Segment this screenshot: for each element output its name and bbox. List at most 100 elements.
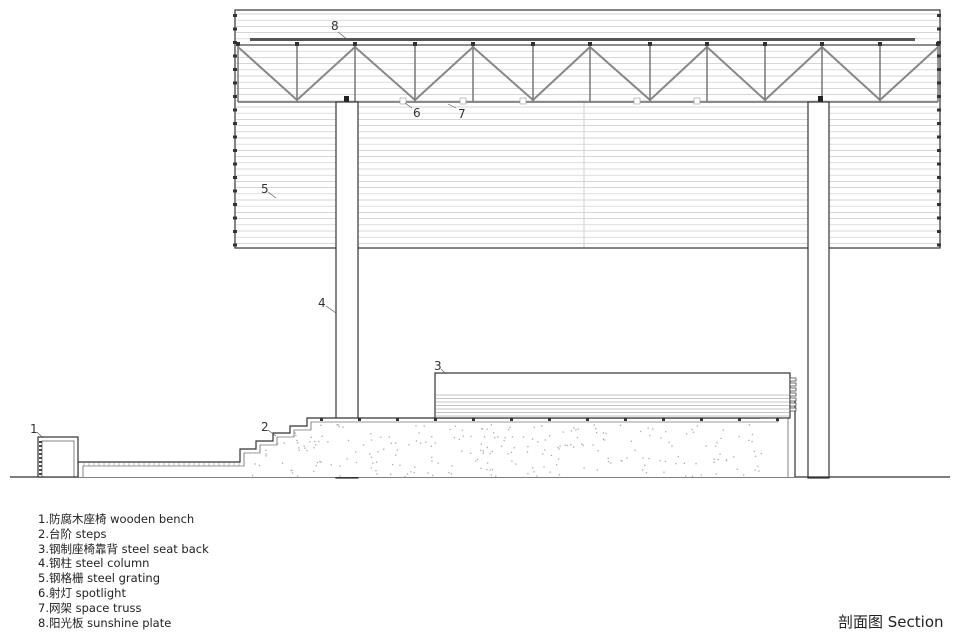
concrete-aggregate bbox=[510, 451, 513, 453]
frame-bolt bbox=[233, 135, 237, 139]
concrete-aggregate bbox=[527, 445, 529, 448]
concrete-aggregate bbox=[470, 435, 472, 437]
concrete-aggregate bbox=[370, 456, 373, 458]
concrete-aggregate bbox=[427, 472, 429, 474]
concrete-aggregate bbox=[640, 430, 642, 433]
concrete-aggregate bbox=[336, 424, 338, 426]
concrete-aggregate bbox=[394, 442, 397, 444]
concrete-aggregate bbox=[265, 449, 267, 452]
steel-seat-back bbox=[434, 372, 791, 419]
concrete-aggregate bbox=[705, 445, 707, 447]
concrete-aggregate bbox=[575, 429, 577, 431]
concrete-aggregate bbox=[277, 443, 279, 445]
concrete-aggregate bbox=[683, 462, 686, 464]
concrete-aggregate bbox=[511, 436, 514, 438]
concrete-aggregate bbox=[715, 445, 717, 447]
concrete-aggregate bbox=[634, 449, 636, 451]
concrete-aggregate bbox=[399, 464, 401, 466]
concrete-aggregate bbox=[572, 446, 575, 448]
frame-bolt bbox=[937, 27, 941, 31]
concrete-aggregate bbox=[342, 426, 344, 428]
concrete-aggregate bbox=[291, 469, 293, 472]
frame-bolt bbox=[233, 95, 237, 98]
concrete-aggregate bbox=[480, 443, 483, 445]
concrete-aggregate bbox=[570, 430, 573, 432]
seat-back-end bbox=[789, 402, 797, 407]
concrete-aggregate bbox=[620, 460, 622, 462]
concrete-aggregate bbox=[713, 458, 715, 460]
concrete-aggregate bbox=[303, 445, 305, 447]
callout-2: 2 bbox=[261, 420, 269, 434]
concrete-aggregate bbox=[370, 433, 372, 435]
concrete-aggregate bbox=[700, 474, 702, 476]
concrete-aggregate bbox=[495, 475, 497, 477]
concrete-aggregate bbox=[550, 454, 553, 456]
seat-bolt bbox=[776, 418, 779, 421]
concrete-aggregate bbox=[751, 433, 754, 436]
concrete-aggregate bbox=[644, 464, 646, 466]
frame-bolt bbox=[937, 108, 941, 112]
concrete-aggregate bbox=[722, 429, 724, 431]
concrete-aggregate bbox=[716, 441, 718, 444]
concrete-aggregate bbox=[339, 475, 341, 477]
truss-node bbox=[236, 42, 240, 46]
legend-item: 1.防腐木座椅 wooden bench bbox=[38, 512, 195, 526]
callout-1: 1 bbox=[30, 422, 38, 436]
seat-bolt bbox=[700, 418, 703, 421]
seat-back-end bbox=[789, 407, 797, 412]
structure-outline bbox=[10, 9, 950, 479]
concrete-aggregate bbox=[725, 459, 727, 462]
frame-bolt bbox=[233, 68, 237, 71]
concrete-aggregate bbox=[320, 424, 322, 426]
concrete-aggregate bbox=[355, 461, 358, 464]
concrete-aggregate bbox=[531, 467, 534, 469]
concrete-aggregate bbox=[758, 470, 760, 472]
concrete-aggregate bbox=[298, 449, 300, 452]
concrete-aggregate bbox=[685, 433, 688, 435]
concrete-aggregate bbox=[294, 432, 296, 434]
concrete-aggregate bbox=[610, 462, 612, 464]
concrete-aggregate bbox=[668, 441, 670, 444]
spotlight bbox=[633, 97, 641, 105]
concrete-aggregate bbox=[482, 450, 484, 452]
concrete-aggregate bbox=[660, 437, 662, 439]
frame-bolt bbox=[937, 243, 941, 247]
seat-bolt bbox=[396, 418, 399, 421]
concrete-aggregate bbox=[558, 474, 561, 476]
concrete-aggregate bbox=[738, 435, 740, 438]
concrete-aggregate bbox=[419, 442, 422, 444]
concrete-aggregate bbox=[337, 424, 340, 426]
truss-diagonal bbox=[354, 46, 416, 101]
concrete-aggregate bbox=[582, 444, 584, 446]
drawing-title: 剖面图 Section bbox=[838, 613, 944, 631]
concrete-aggregate bbox=[309, 441, 311, 443]
frame-bolt bbox=[937, 176, 941, 179]
concrete-aggregate bbox=[281, 462, 284, 464]
seat-back-end bbox=[789, 377, 797, 382]
truss-node bbox=[648, 42, 652, 46]
concrete-aggregate bbox=[500, 445, 503, 447]
concrete-aggregate bbox=[290, 469, 292, 472]
concrete-aggregate bbox=[414, 466, 416, 468]
concrete-aggregate bbox=[665, 431, 667, 433]
concrete-aggregate bbox=[306, 449, 308, 452]
concrete-aggregate bbox=[296, 439, 298, 442]
concrete-aggregate bbox=[652, 428, 654, 430]
concrete-aggregate bbox=[555, 464, 558, 466]
concrete-aggregate bbox=[515, 463, 517, 465]
truss-diagonal bbox=[649, 46, 708, 101]
concrete-aggregate bbox=[691, 428, 693, 431]
concrete-aggregate bbox=[396, 449, 399, 451]
concrete-aggregate bbox=[486, 462, 489, 464]
concrete-aggregate bbox=[605, 432, 607, 435]
concrete-aggregate bbox=[449, 428, 451, 431]
concrete-aggregate bbox=[338, 425, 340, 428]
spotlight bbox=[519, 97, 527, 105]
frame-bolt bbox=[233, 176, 237, 179]
concrete-aggregate bbox=[458, 438, 461, 441]
concrete-aggregate bbox=[489, 452, 491, 455]
truss-node bbox=[820, 42, 824, 46]
concrete-aggregate bbox=[434, 442, 436, 444]
concrete-aggregate bbox=[754, 469, 756, 471]
concrete-aggregate bbox=[408, 444, 410, 446]
